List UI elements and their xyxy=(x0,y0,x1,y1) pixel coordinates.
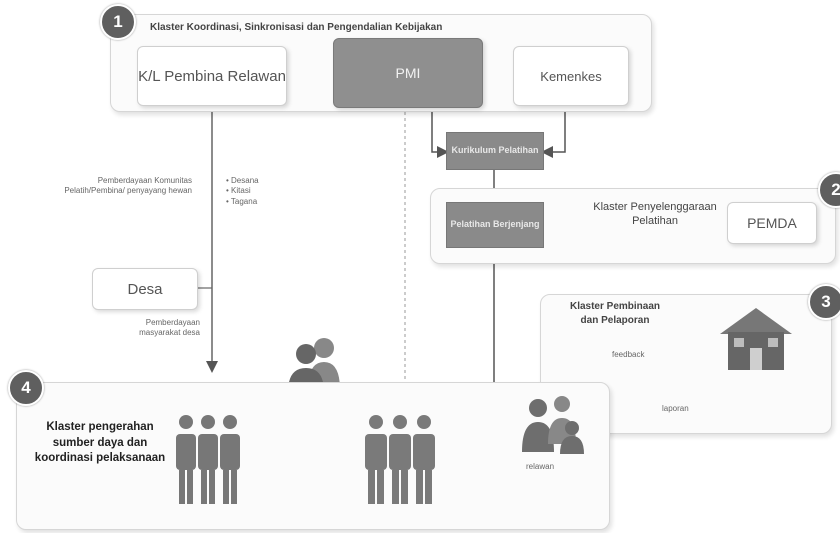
volunteers-group-icon xyxy=(365,415,435,504)
relawan-label: relawan xyxy=(526,462,555,471)
cluster-4-title: Klaster pengerahan sumber daya dan koord… xyxy=(34,421,166,465)
bullet-item: • Desana xyxy=(226,176,259,185)
cluster-1-title: Klaster Koordinasi, Sinkronisasi dan Pen… xyxy=(150,22,443,33)
bullet-item: • Kitasi xyxy=(226,186,251,196)
relawan-icon xyxy=(522,396,584,454)
kurikulum-pelatihan-box: Kurikulum Pelatihan xyxy=(446,132,544,170)
desa-note: Pemberdayaan masyarakat desa xyxy=(139,318,200,338)
cluster-4-badge: 4 xyxy=(8,370,44,406)
pelatihan-berjenjang-box: Pelatihan Berjenjang xyxy=(446,202,544,248)
pmi-box: PMI xyxy=(333,38,483,108)
cluster-4-panel xyxy=(16,382,610,530)
cluster-1-badge: 1 xyxy=(100,4,136,40)
feedback-label: feedback xyxy=(612,350,645,359)
kl-pembina-relawan-box: K/L Pembina Relawan xyxy=(137,46,287,106)
cluster-2-title: Klaster Penyelenggaraan Pelatihan xyxy=(593,201,717,228)
kemenkes-box: Kemenkes xyxy=(513,46,629,106)
bullet-list: • Desana • Kitasi • Tagana xyxy=(226,176,259,207)
pmi-to-kurikulum xyxy=(431,105,449,158)
cluster-3-badge: 3 xyxy=(808,284,840,320)
laporan-label: laporan xyxy=(662,404,689,413)
pemberdayaan-komunitas-note: Pemberdayaan Komunitas Pelatih/Pembina/ … xyxy=(64,176,192,196)
desa-box: Desa xyxy=(92,268,198,310)
people-group-icon xyxy=(176,415,240,504)
pemda-box: PEMDA xyxy=(727,202,817,244)
bullet-item: • Tagana xyxy=(226,196,258,206)
cluster-3-title: Klaster Pembinaan dan Pelaporan xyxy=(569,301,661,326)
house-icon xyxy=(720,308,792,370)
kemenkes-to-kurikulum xyxy=(541,105,566,158)
